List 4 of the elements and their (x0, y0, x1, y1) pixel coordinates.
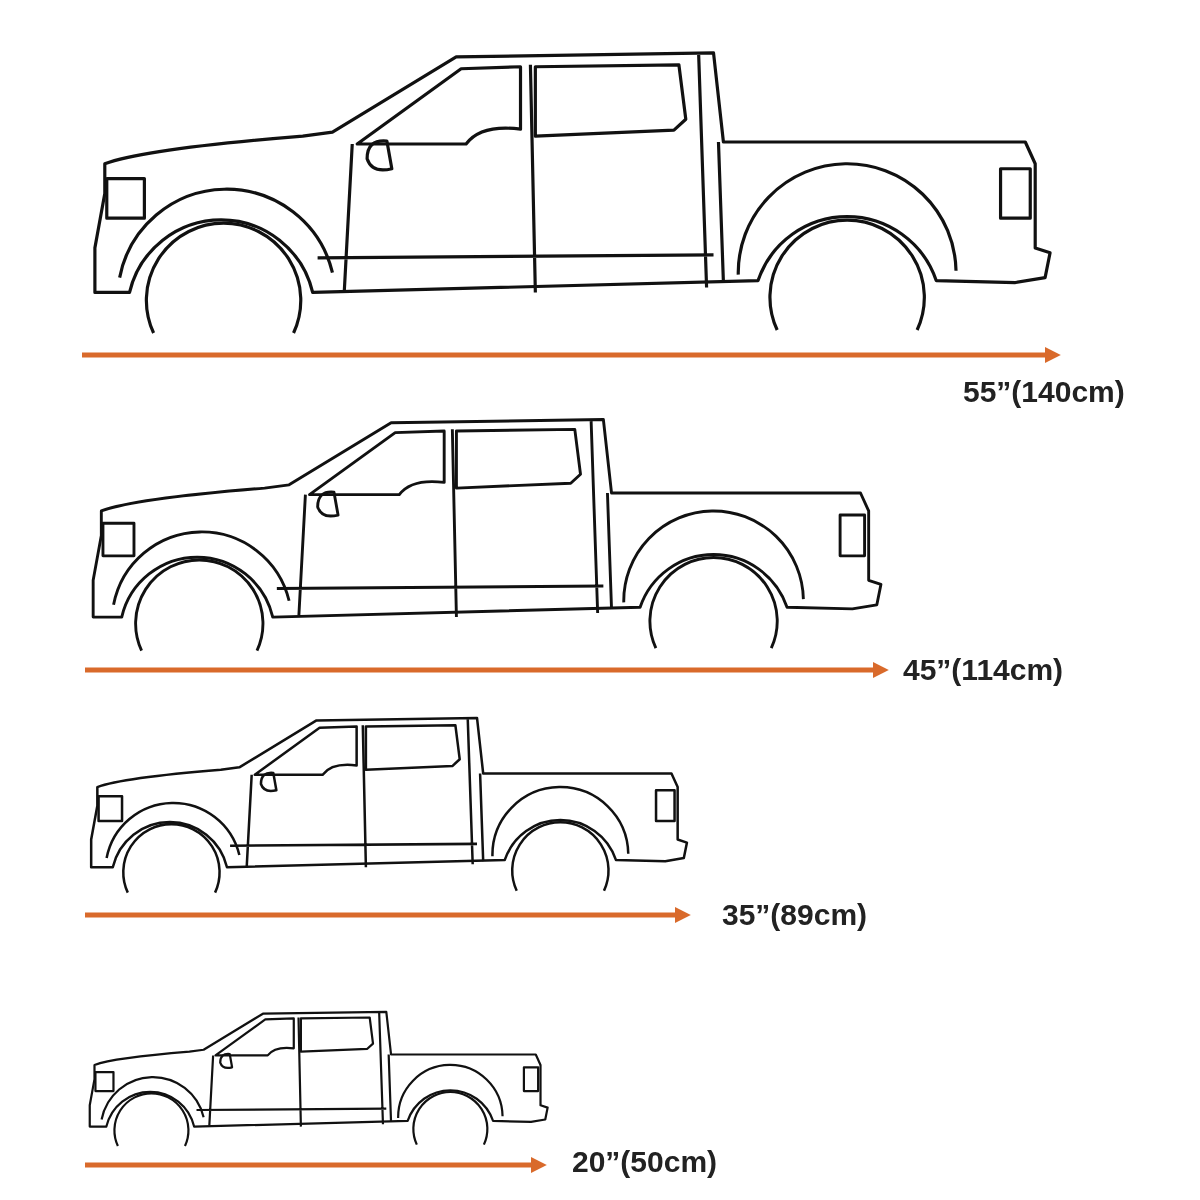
dimension-label: 20”(50cm) (572, 1147, 718, 1177)
dimension-label: 45”(114cm) (903, 655, 1064, 685)
dimension-label: 55”(140cm) (963, 377, 1125, 407)
dimension-label: 35”(89cm) (722, 900, 868, 930)
